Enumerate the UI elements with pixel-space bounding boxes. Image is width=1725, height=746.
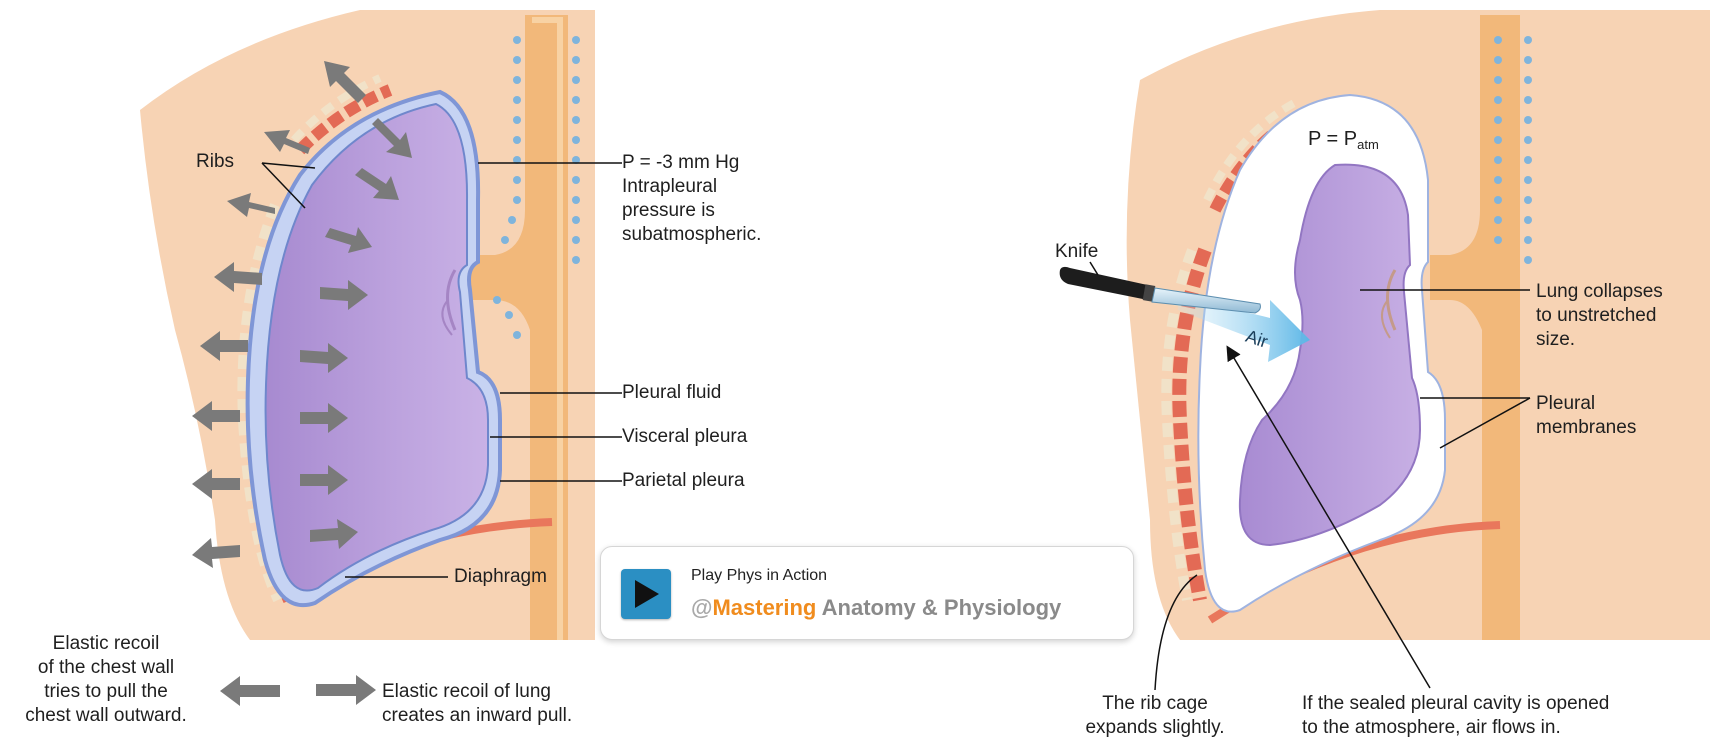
- pleural-membranes-label: Pleural membranes: [1536, 392, 1636, 440]
- parietal-pleura-label: Parietal pleura: [622, 469, 745, 493]
- legend-arrows: [220, 675, 376, 706]
- sealed-cavity-label: If the sealed pleural cavity is opened t…: [1302, 692, 1609, 740]
- lung-collapses-label: Lung collapses to unstretched size.: [1536, 280, 1663, 352]
- lung-collapses-line-3: size.: [1536, 328, 1663, 352]
- brand-mastering: Mastering: [712, 595, 816, 620]
- play-button[interactable]: [621, 569, 671, 619]
- patm-subscript: atm: [1357, 137, 1379, 152]
- sealed-cavity-line-2: to the atmosphere, air flows in.: [1302, 716, 1609, 740]
- pleural-fluid-label: Pleural fluid: [622, 381, 721, 405]
- lung-recoil-line-1: Elastic recoil of lung: [382, 680, 572, 704]
- pressure-desc-line-2: pressure is: [622, 199, 761, 223]
- intrapleural-pressure-desc: Intrapleural pressure is subatmospheric.: [622, 175, 761, 247]
- chest-wall-recoil-label: Elastic recoil of the chest wall tries t…: [2, 632, 210, 728]
- knife-label: Knife: [1055, 240, 1098, 264]
- chest-wall-line-2: of the chest wall: [2, 656, 210, 680]
- pressure-label: P = -3 mm Hg: [622, 151, 739, 175]
- promo-brand: @Mastering Anatomy & Physiology: [691, 595, 1061, 621]
- legend-chest-wall-arrow: [220, 676, 280, 706]
- pleural-membranes-line-1: Pleural: [1536, 392, 1636, 416]
- visceral-pleura-label: Visceral pleura: [622, 425, 747, 449]
- lung-recoil-line-2: creates an inward pull.: [382, 704, 572, 728]
- promo-subtitle: Play Phys in Action: [691, 567, 827, 585]
- chest-wall-line-1: Elastic recoil: [2, 632, 210, 656]
- diaphragm-label: Diaphragm: [454, 565, 547, 589]
- left-panel: [140, 10, 622, 640]
- atmospheric-pressure-label: P = Patm: [1308, 128, 1379, 152]
- rib-cage-line-2: expands slightly.: [1055, 716, 1255, 740]
- rib-cage-label: The rib cage expands slightly.: [1055, 692, 1255, 740]
- pressure-desc-line-1: Intrapleural: [622, 175, 761, 199]
- ribs-label: Ribs: [196, 150, 234, 174]
- pressure-desc-line-3: subatmospheric.: [622, 223, 761, 247]
- play-icon: [635, 580, 659, 608]
- lung-recoil-label: Elastic recoil of lung creates an inward…: [382, 680, 572, 728]
- rib-cage-line-1: The rib cage: [1055, 692, 1255, 716]
- pleural-membranes-line-2: membranes: [1536, 416, 1636, 440]
- sealed-cavity-line-1: If the sealed pleural cavity is opened: [1302, 692, 1609, 716]
- patm-prefix: P = P: [1308, 128, 1357, 150]
- at-sign: @: [691, 595, 712, 620]
- legend-lung-arrow: [316, 675, 376, 705]
- mastering-promo-card[interactable]: Play Phys in Action @Mastering Anatomy &…: [600, 546, 1134, 640]
- lung-collapses-line-1: Lung collapses: [1536, 280, 1663, 304]
- chest-wall-line-3: tries to pull the: [2, 680, 210, 704]
- chest-wall-line-4: chest wall outward.: [2, 704, 210, 728]
- brand-rest: Anatomy & Physiology: [816, 595, 1061, 620]
- lung-collapses-line-2: to unstretched: [1536, 304, 1663, 328]
